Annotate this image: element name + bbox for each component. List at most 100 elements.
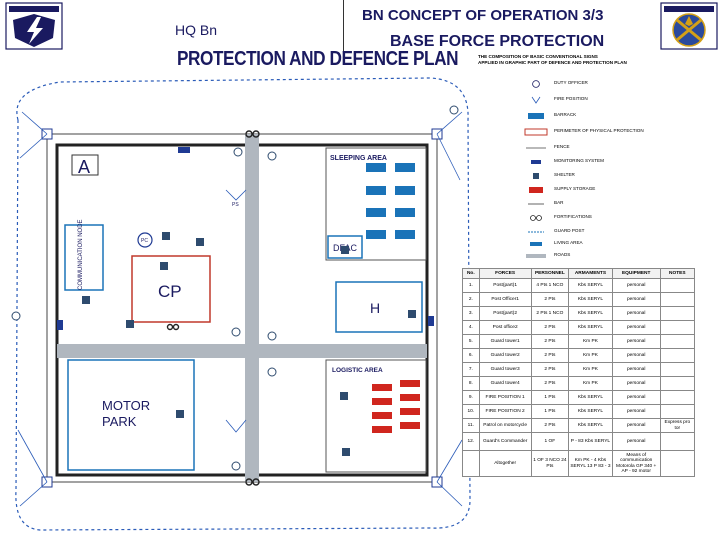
table-cell	[659, 432, 696, 451]
column-header: No.	[462, 268, 480, 279]
table-cell: personal	[611, 404, 661, 419]
table-cell	[659, 334, 696, 349]
table-cell: Km PK	[568, 376, 613, 391]
page-title: BN CONCEPT OF OPERATION 3/3	[362, 7, 604, 24]
table-cell: personal	[611, 278, 661, 293]
table-cell	[659, 362, 696, 377]
legend-item: GUARD POST	[554, 228, 585, 233]
cp-label: CP	[158, 282, 182, 301]
table-cell	[659, 320, 696, 335]
table-cell: personal	[611, 362, 661, 377]
table-cell: Means of communication Motorola GP 340 +…	[611, 450, 661, 477]
table-cell: Post Officer1	[478, 292, 532, 307]
pc-label: PC	[141, 238, 148, 244]
table-cell: Km PK	[568, 362, 613, 377]
table-cell	[462, 450, 480, 477]
h-label: H	[370, 300, 380, 316]
comms-node-label: COMMUNICATION NODE	[78, 219, 84, 290]
table-cell: FIRE POSITION 1	[478, 390, 532, 405]
legend-item: FIRE POSITION	[554, 96, 588, 101]
legend-item: DUTY OFFICER	[554, 80, 588, 85]
sleeping-area-label: SLEEPING AREA	[330, 155, 387, 162]
duty-officer-posts	[11, 105, 459, 471]
legend-item: SUPPLY STORAGE	[554, 186, 596, 191]
table-cell: Post office2	[478, 320, 532, 335]
table-cell: personal	[611, 292, 661, 307]
table-cell: 2 Pts	[530, 418, 570, 433]
table-cell: Km PK - 4 Kbs SERYL 13 P 83 - 3	[568, 450, 613, 477]
room-a	[71, 154, 99, 176]
table-cell: 2 Pts 1 NCO	[530, 306, 570, 321]
table-cell: Guard tower4	[478, 376, 532, 391]
table-cell: Kbs SERYL	[568, 292, 613, 307]
table-cell	[659, 306, 696, 321]
living-area-icon	[530, 242, 542, 246]
motor-park-label-1: MOTOR	[102, 398, 150, 413]
table-cell: 5.	[462, 334, 480, 349]
table-cell: 1.	[462, 278, 480, 293]
base-protection-diagram: A COMMUNICATION NODE CP PC SLEEPING AREA…	[11, 77, 471, 531]
table-cell: 4 Pts 1 NCO	[530, 278, 570, 293]
table-cell	[659, 390, 696, 405]
comms-node	[64, 224, 104, 291]
forces-table: No. FORCES PERSONNEL ARMAMENTS EQUIPMENT…	[462, 268, 696, 477]
legend-item: BAR	[554, 200, 564, 205]
column-header: EQUIPMENT	[611, 268, 661, 279]
table-cell: 4.	[462, 320, 480, 335]
table-header-row: No. FORCES PERSONNEL ARMAMENTS EQUIPMENT…	[462, 268, 696, 279]
table-cell: 11.	[462, 418, 480, 433]
unit-label: HQ Bn	[175, 22, 218, 38]
header-divider	[343, 0, 344, 62]
table-cell: Kbs SERYL	[568, 320, 613, 335]
table-cell: 2 Pts	[530, 320, 570, 335]
page-subtitle: BASE FORCE PROTECTION	[390, 33, 605, 50]
table-cell	[659, 376, 696, 391]
monitoring-cameras	[57, 147, 434, 330]
table-cell: Post(part)1	[478, 278, 532, 293]
room-a-label: A	[78, 157, 90, 177]
fire-position-icon	[531, 96, 541, 104]
legend-item: ROADS	[554, 252, 571, 257]
table-cell: Post(part)2	[478, 306, 532, 321]
bar-icon	[528, 203, 544, 205]
table-cell	[659, 348, 696, 363]
motor-park-label-2: PARK	[102, 414, 137, 429]
table-cell: 1 Pts	[530, 390, 570, 405]
inner-wall	[55, 143, 429, 477]
table-cell: 2.	[462, 292, 480, 307]
table-cell: 3.	[462, 306, 480, 321]
table-cell: personal	[611, 348, 661, 363]
road-horizontal	[57, 344, 427, 358]
pc-symbol	[137, 232, 153, 248]
table-cell: FIRE POSITION 2	[478, 404, 532, 419]
fire-positions: PS	[225, 189, 247, 433]
guard-posts	[82, 232, 416, 456]
table-cell: Altogether	[478, 450, 532, 477]
table-cell: 12.	[462, 432, 480, 451]
table-cell	[659, 278, 696, 293]
legend-item: BARRACK	[554, 112, 577, 117]
legend: THE COMPOSITION OF BASIC CONVENTIONAL SI…	[472, 54, 672, 264]
tower-arrows	[17, 111, 463, 507]
table-cell: Km PK	[568, 334, 613, 349]
unit-emblem-left	[5, 2, 63, 50]
camera-icon	[531, 160, 541, 164]
table-cell: 2 Pts	[530, 376, 570, 391]
motor-park	[67, 359, 195, 471]
table-cell: 1 Pts	[530, 404, 570, 419]
fence	[46, 133, 438, 483]
cp-building	[131, 255, 211, 323]
table-cell: 2 Pts	[530, 362, 570, 377]
table-cell: Km PK	[568, 348, 613, 363]
patrol-perimeter	[15, 77, 471, 531]
table-cell: personal	[611, 376, 661, 391]
